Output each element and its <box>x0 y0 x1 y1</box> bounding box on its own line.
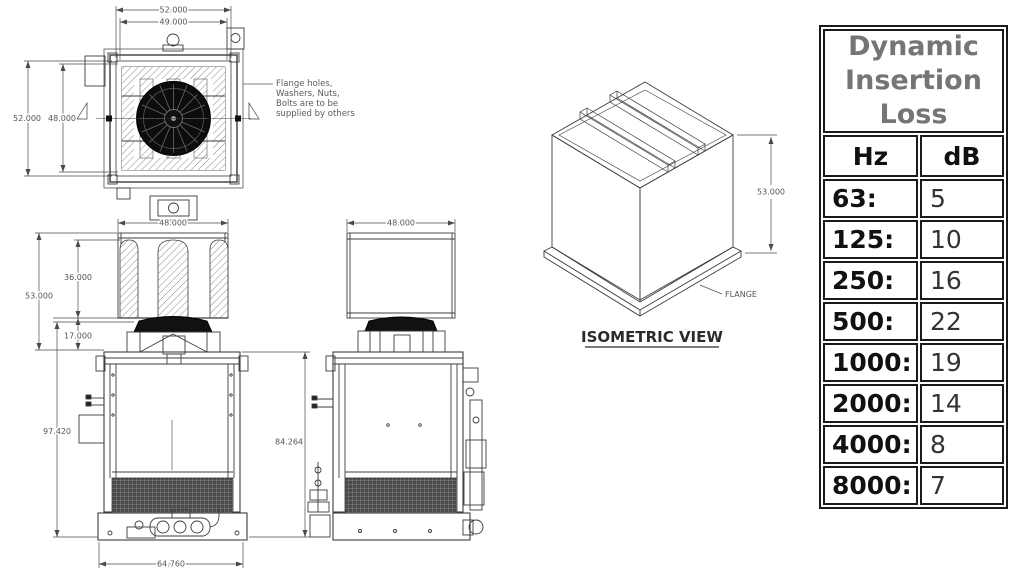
side-view-drawing <box>307 232 487 541</box>
dim-front-baffle-height: 36.000 <box>64 273 92 282</box>
note-line-3: Bolts are to be <box>276 99 338 109</box>
row-250-db: 16 <box>920 261 1004 300</box>
dim-front-overall-height: 97.420 <box>43 427 71 436</box>
flange-label: FLANGE <box>725 290 757 299</box>
isometric-view-drawing <box>543 81 742 317</box>
dim-top-flange-width: 52.000 <box>160 6 188 15</box>
row-500-hz: 500: <box>823 302 918 341</box>
note-line-2: Washers, Nuts, <box>276 89 340 99</box>
column-header-db: dB <box>920 135 1004 177</box>
top-view-drawing <box>76 27 273 221</box>
top-view-dimensions <box>24 6 232 177</box>
row-125-db: 10 <box>920 220 1004 259</box>
dim-front-body-height: 84.264 <box>275 438 303 447</box>
dim-front-width: 48.000 <box>159 219 187 228</box>
note-line-4: supplied by others <box>276 109 355 119</box>
row-4000-db: 8 <box>920 425 1004 464</box>
row-63-hz: 63: <box>823 179 918 218</box>
side-view-dimensions <box>346 219 456 232</box>
row-2000-db: 14 <box>920 384 1004 423</box>
row-1000-db: 19 <box>920 343 1004 382</box>
dim-top-opening-depth: 48.000 <box>48 114 76 123</box>
isometric-view-caption: ISOMETRIC VIEW <box>581 328 723 346</box>
dim-front-base-width: 64.760 <box>157 560 185 569</box>
front-view-dimensions <box>35 219 310 568</box>
cad-drawing-canvas: 52.000 49.000 52.000 48.000 Flange holes… <box>12 4 787 570</box>
row-125-hz: 125: <box>823 220 918 259</box>
column-header-hz: Hz <box>823 135 918 177</box>
dim-front-silencer-height: 53.000 <box>25 292 53 301</box>
row-4000-hz: 4000: <box>823 425 918 464</box>
table-title: Dynamic Insertion Loss <box>823 29 1004 133</box>
row-8000-hz: 8000: <box>823 466 918 505</box>
isometric-dimensions <box>737 134 777 254</box>
dim-front-plenum-height: 17.000 <box>64 332 92 341</box>
flange-note: Flange holes, Washers, Nuts, Bolts are t… <box>275 78 356 120</box>
dim-top-flange-depth: 52.000 <box>13 114 41 123</box>
dynamic-insertion-loss-table: Dynamic Insertion Loss Hz dB 63: 5 125: … <box>819 25 1008 509</box>
note-line-1: Flange holes, <box>276 79 332 89</box>
row-2000-hz: 2000: <box>823 384 918 423</box>
row-500-db: 22 <box>920 302 1004 341</box>
front-view-drawing <box>78 232 249 541</box>
dim-iso-height: 53.000 <box>757 188 785 197</box>
row-250-hz: 250: <box>823 261 918 300</box>
dim-side-width: 48.000 <box>387 219 415 228</box>
row-1000-hz: 1000: <box>823 343 918 382</box>
row-63-db: 5 <box>920 179 1004 218</box>
dim-top-opening-width: 49.000 <box>160 18 188 27</box>
row-8000-db: 7 <box>920 466 1004 505</box>
